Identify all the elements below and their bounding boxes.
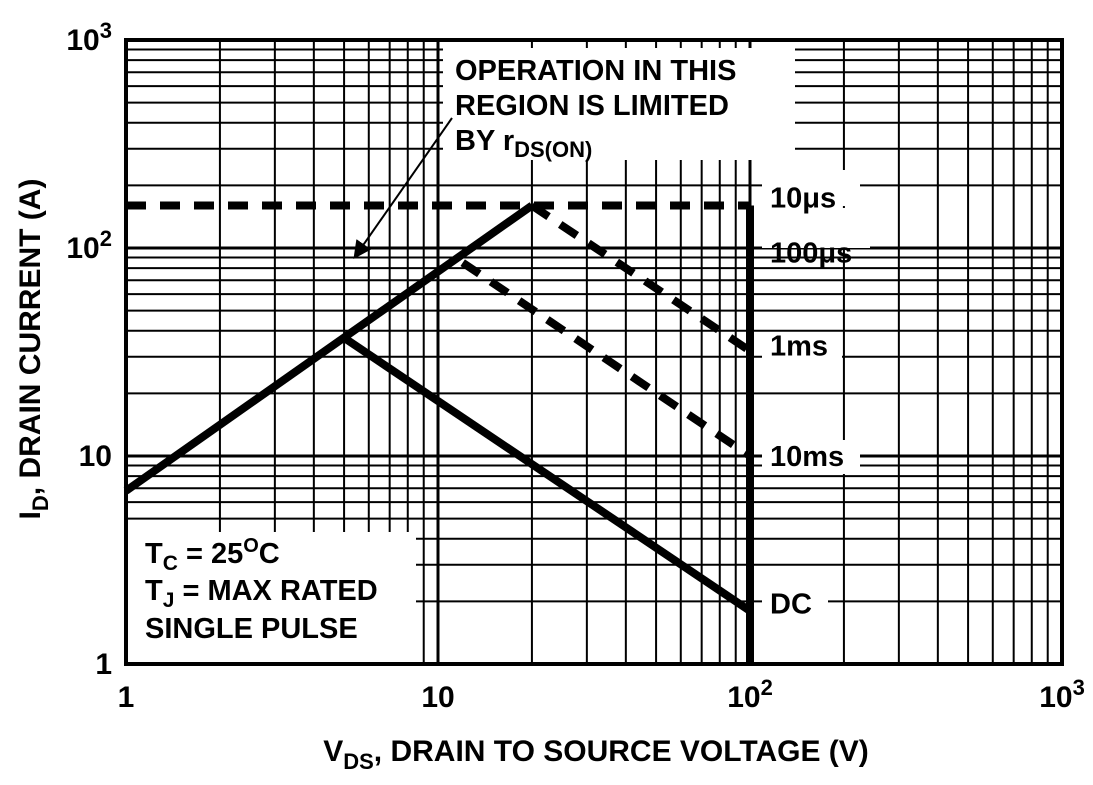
- y-tick-label: 10: [79, 440, 112, 473]
- annotation-line-3: BY rDS(ON): [455, 125, 592, 162]
- label-background: [762, 338, 842, 372]
- annotation-line-1: OPERATION IN THIS: [455, 55, 736, 87]
- x-axis-label-main: V: [323, 735, 343, 768]
- condition-tc-mid: = 25: [178, 538, 243, 570]
- curve-labels: 10μs 100μs 1ms 10ms DC: [770, 182, 852, 620]
- curve-label-1ms: 1ms: [770, 330, 828, 362]
- y-axis-label-rest: , DRAIN CURRENT (A): [14, 179, 47, 496]
- y-axis-label-main: I: [14, 511, 47, 519]
- curve-label-10ms: 10ms: [770, 441, 844, 473]
- x-tick-label: 102: [727, 675, 773, 714]
- x-tick-label: 10: [421, 681, 454, 714]
- rds-on-annotation: OPERATION IN THIS REGION IS LIMITED BY r…: [353, 55, 736, 259]
- condition-pulse: SINGLE PULSE: [145, 613, 358, 645]
- label-background: [443, 48, 795, 160]
- x-tick-label: 103: [1039, 675, 1085, 714]
- curve-label-100us: 100μs: [770, 238, 852, 270]
- tick-labels: 1 10 102 103 1 10 102 103: [66, 18, 1084, 714]
- condition-tc-main: T: [145, 538, 163, 570]
- curve-label-10us: 10μs: [770, 182, 836, 214]
- series-line-1ms: [529, 202, 753, 355]
- label-backgrounds: [118, 48, 870, 664]
- label-background: [762, 170, 860, 206]
- plot-frame: [124, 38, 1064, 666]
- annotation-line-3-sub: DS(ON): [514, 137, 592, 162]
- condition-tj-main: T: [145, 575, 163, 607]
- condition-tj: TJ = MAX RATED: [145, 575, 378, 612]
- condition-tj-rest: = MAX RATED: [174, 575, 377, 607]
- condition-tc: TC = 25OC: [145, 535, 280, 575]
- annotation-arrow: [353, 117, 453, 259]
- x-axis-label: VDS, DRAIN TO SOURCE VOLTAGE (V): [323, 735, 869, 774]
- annotation-line-3-main: BY r: [455, 125, 514, 157]
- test-conditions: TC = 25OC TJ = MAX RATED SINGLE PULSE: [145, 535, 378, 645]
- label-background: [762, 583, 828, 619]
- annotation-line-2: REGION IS LIMITED: [455, 90, 729, 122]
- label-background: [762, 208, 870, 248]
- y-axis-label: ID, DRAIN CURRENT (A): [14, 179, 53, 520]
- series-line-10ms: [460, 259, 753, 460]
- x-axis-label-sub: DS: [343, 749, 374, 774]
- plot-lines: [123, 201, 754, 664]
- y-tick-label: 1: [95, 648, 112, 681]
- condition-tj-sub: J: [163, 589, 175, 612]
- condition-tc-sup: O: [243, 535, 259, 557]
- x-tick-label: 1: [118, 681, 135, 714]
- y-tick-label: 102: [66, 226, 112, 265]
- curve-label-dc: DC: [770, 589, 812, 621]
- series-line-dc: [341, 334, 753, 615]
- y-axis-label-sub: D: [28, 495, 53, 511]
- condition-tc-end: C: [259, 538, 280, 570]
- y-tick-label: 103: [66, 18, 112, 57]
- label-background: [762, 440, 860, 474]
- x-axis-label-rest: , DRAIN TO SOURCE VOLTAGE (V): [374, 735, 869, 768]
- condition-tc-sub: C: [163, 552, 178, 575]
- rds-on-limit-line: [123, 202, 535, 495]
- label-background: [118, 532, 416, 664]
